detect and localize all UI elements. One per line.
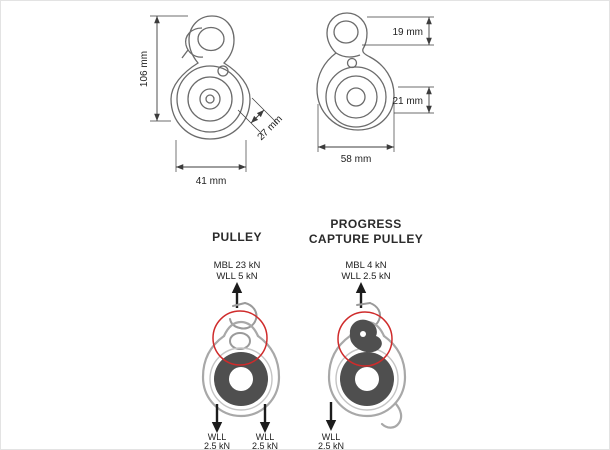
lower-height-dimension-label: 21 mm (392, 96, 423, 107)
depth-dimension-line (250, 109, 265, 124)
pulley-right-load-line2: 2.5 kN (252, 441, 278, 450)
front-view-dimensions: 106 mm 41 mm 27 mm (139, 15, 285, 187)
progress-capture-cam (349, 319, 382, 353)
pulley-right-load-line1: WLL (256, 432, 275, 442)
front-hub (199, 88, 221, 110)
pulley-left-load-line1: WLL (208, 432, 227, 442)
side-view-drawing (316, 12, 395, 131)
progress-sheave-hole (355, 367, 379, 391)
pulley-hook (239, 302, 258, 330)
progress-load-line1: WLL (322, 432, 341, 442)
pulley-left-down-arrow-head (211, 422, 223, 433)
progress-hook-gate (356, 302, 371, 306)
pulley-title: PULLEY (212, 230, 262, 244)
front-view-drawing (170, 15, 251, 140)
side-width-dimension-label: 58 mm (341, 154, 372, 165)
front-hook-detail (185, 27, 204, 58)
progress-up-arrow-head (355, 282, 367, 293)
pulley-attachment-hole (229, 332, 251, 350)
pulley-left-load-line2: 2.5 kN (204, 441, 230, 450)
side-shoulder-line (335, 52, 361, 58)
progress-attachment-highlight-ring (337, 311, 393, 367)
front-rim (176, 65, 244, 133)
pulley-load-diagram: PULLEY MBL 23 kN WLL 5 kN WLL 2.5 kN WLL… (201, 230, 281, 450)
height-dimension-label: 106 mm (139, 51, 150, 87)
progress-capture-load-diagram: PROGRESS CAPTURE PULLEY MBL 4 kN WLL 2.5… (309, 217, 423, 450)
hole-height-dimension-label: 19 mm (392, 27, 423, 38)
pulley-wll-label: WLL 5 kN (216, 271, 257, 282)
progress-down-arrow-head (325, 420, 337, 431)
progress-load-line2: 2.5 kN (318, 441, 344, 450)
side-axle-pin (346, 57, 358, 69)
extension-line (251, 97, 279, 125)
front-body-outline (170, 15, 251, 140)
pulley-body-outline (201, 334, 281, 418)
pulley-right-down-arrow-head (259, 422, 271, 433)
pulley-attachment-highlight-ring (212, 310, 268, 366)
front-sheave (187, 76, 233, 122)
front-attachment-hole (197, 26, 225, 52)
progress-title-line1: PROGRESS (330, 217, 401, 231)
progress-tail (380, 402, 403, 429)
pulley-body-top-cap (222, 320, 260, 338)
progress-body-outline (327, 334, 407, 418)
front-hub-center (205, 94, 215, 104)
pulley-up-arrow-head (231, 282, 243, 293)
depth-dimension-label: 27 mm (256, 114, 285, 143)
progress-title-line2: CAPTURE PULLEY (309, 232, 423, 246)
progress-wll-label: WLL 2.5 kN (341, 271, 390, 282)
width-dimension-label: 41 mm (196, 176, 227, 187)
side-attachment-hole (333, 20, 359, 44)
progress-mbl-label: MBL 4 kN (345, 260, 386, 271)
front-hook-gate (181, 49, 189, 59)
pulley-mbl-label: MBL 23 kN (214, 260, 261, 271)
pulley-rim (209, 347, 273, 411)
side-sheave (334, 75, 378, 119)
side-view-dimensions: 19 mm 21 mm 58 mm (317, 16, 434, 165)
pulley-sheave-hole (229, 367, 253, 391)
pulley-hook-gate (232, 302, 246, 307)
progress-cam-axle (360, 331, 366, 337)
side-rim (325, 66, 387, 128)
side-body-outline (316, 12, 395, 131)
side-hub (346, 87, 366, 107)
